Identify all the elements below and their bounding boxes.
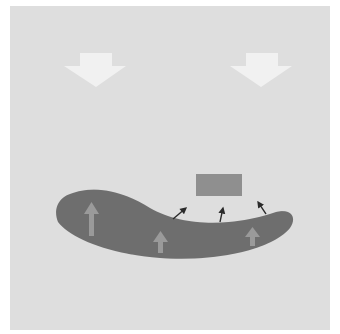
background-panel (10, 6, 330, 330)
box (196, 174, 242, 196)
